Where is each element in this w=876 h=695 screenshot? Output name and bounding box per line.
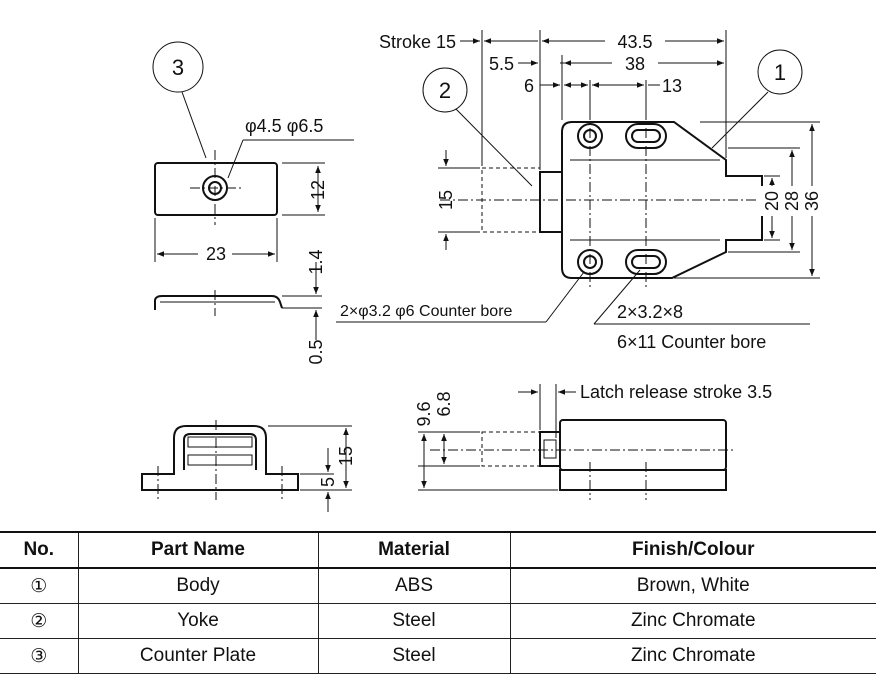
- body-outline: [561, 121, 763, 279]
- counter-plate-profile: [154, 295, 283, 310]
- cell-finish: Brown, White: [509, 567, 876, 604]
- cell-material: Steel: [317, 638, 511, 674]
- dim-28: 28: [782, 191, 802, 211]
- dim-6-8: 6.8: [434, 391, 454, 416]
- cell-no: ②: [0, 603, 79, 639]
- cell-part: Body: [77, 567, 319, 604]
- cell-material: ABS: [317, 567, 511, 604]
- header-part-name: Part Name: [77, 531, 319, 569]
- dim-plate-width: 23: [206, 244, 226, 264]
- slot-counter-bore-note: 6×11 Counter bore: [617, 332, 766, 352]
- dim-20: 20: [762, 191, 782, 211]
- counter-plate-view: 3 φ4.5 φ6.5 12 23 1.4 0.5: [152, 41, 354, 365]
- dim-13: 13: [662, 76, 682, 96]
- latch-side-body: [559, 419, 727, 471]
- cell-no: ①: [0, 567, 79, 604]
- dim-38: 38: [625, 54, 645, 74]
- cell-finish: Zinc Chromate: [509, 603, 876, 639]
- table-row: ① Body ABS Brown, White: [0, 567, 876, 604]
- yoke: [539, 171, 563, 233]
- dim-36: 36: [802, 191, 822, 211]
- header-finish: Finish/Colour: [509, 531, 876, 569]
- round-counter-bore-note: 2×φ3.2 φ6 Counter bore: [340, 303, 513, 320]
- latch-side-yoke: [539, 431, 561, 467]
- cell-part: Counter Plate: [77, 638, 319, 674]
- cell-no: ③: [0, 638, 79, 674]
- dim-9-6: 9.6: [414, 401, 434, 426]
- counter-plate-outline: [154, 162, 278, 216]
- latch-top-view: 1 2 Stroke 15: [336, 30, 822, 352]
- header-no: No.: [0, 531, 79, 569]
- balloon-1-label: 1: [774, 60, 786, 85]
- latch-side-view: 9.6 6.8 Latch release stroke 3.5: [414, 382, 772, 500]
- parts-table-header: No. Part Name Material Finish/Colour: [0, 531, 876, 569]
- balloon-3: [152, 41, 204, 93]
- counter-plate-side-view: 15 5: [141, 420, 356, 512]
- cell-finish: Zinc Chromate: [509, 638, 876, 674]
- cell-material: Steel: [317, 603, 511, 639]
- table-row: ③ Counter Plate Steel Zinc Chromate: [0, 638, 876, 674]
- balloon-2-label: 2: [439, 78, 451, 103]
- cell-part: Yoke: [77, 603, 319, 639]
- dim-plate-thickness-bottom: 0.5: [306, 339, 326, 364]
- dim-yoke-height: 15: [436, 190, 456, 210]
- counter-plate-side-outline: [141, 425, 299, 491]
- balloon-1: [757, 49, 803, 95]
- header-material: Material: [317, 531, 511, 569]
- dim-stroke: Stroke 15: [379, 32, 456, 52]
- dim-side-5: 5: [318, 477, 338, 487]
- balloon-2: [422, 67, 468, 113]
- latch-release-note: Latch release stroke 3.5: [580, 382, 772, 402]
- hole-dimension: φ4.5 φ6.5: [245, 116, 323, 136]
- dim-plate-thickness-top: 1.4: [306, 249, 326, 274]
- dim-overall-length: 43.5: [617, 32, 652, 52]
- balloon-3-label: 3: [172, 55, 184, 80]
- slot-size-note: 2×3.2×8: [617, 302, 683, 322]
- dim-6: 6: [524, 76, 534, 96]
- dim-5-5: 5.5: [489, 54, 514, 74]
- dim-side-15: 15: [336, 446, 356, 466]
- dim-plate-height: 12: [308, 180, 328, 200]
- technical-drawing: 3 φ4.5 φ6.5 12 23 1.4 0.5: [141, 30, 822, 512]
- table-row: ② Yoke Steel Zinc Chromate: [0, 603, 876, 639]
- parts-table: No. Part Name Material Finish/Colour ① B…: [0, 531, 876, 674]
